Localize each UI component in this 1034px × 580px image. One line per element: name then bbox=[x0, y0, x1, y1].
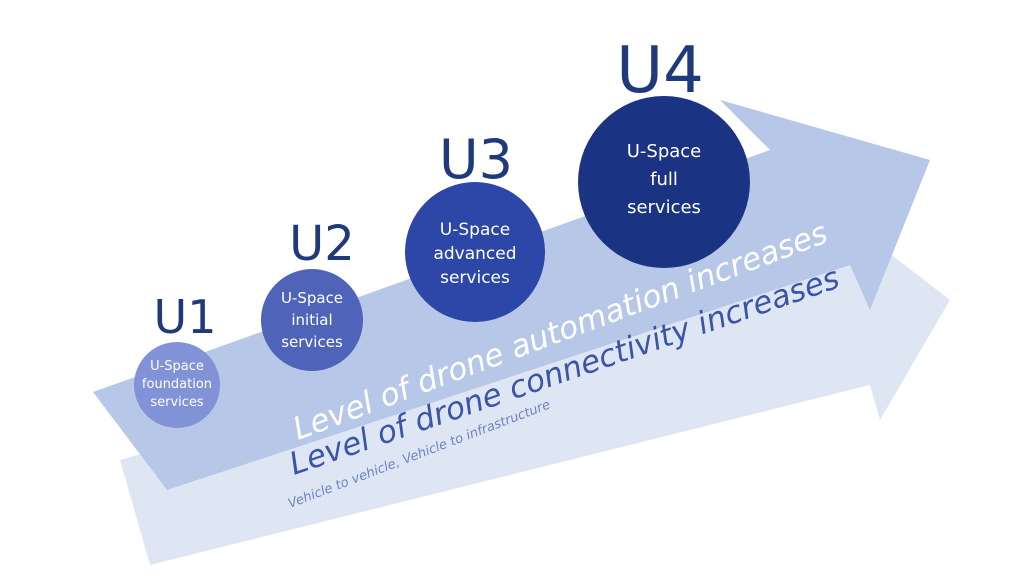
stage-u4: U4 U-Space full services bbox=[578, 34, 750, 268]
stage-description-line: U-Space bbox=[281, 289, 343, 307]
stage-label: U4 bbox=[616, 34, 704, 108]
stage-description-line: services bbox=[281, 333, 343, 351]
stage-label: U3 bbox=[439, 128, 513, 191]
stage-circle bbox=[261, 269, 363, 371]
stage-u2: U2 U-Space initial services bbox=[261, 216, 363, 371]
stage-circle bbox=[134, 342, 220, 428]
connectivity-arrow bbox=[120, 215, 950, 565]
stage-description-line: full bbox=[650, 169, 678, 190]
stage-circle bbox=[405, 182, 545, 322]
stage-description-line: initial bbox=[291, 311, 332, 329]
stage-u3: U3 U-Space advanced services bbox=[405, 128, 545, 322]
stage-label: U1 bbox=[154, 290, 217, 344]
stage-description-line: services bbox=[627, 197, 701, 218]
stage-description-line: advanced bbox=[433, 244, 516, 264]
stage-label: U2 bbox=[289, 216, 355, 272]
stage-description-line: services bbox=[440, 268, 510, 288]
stage-description-line: foundation bbox=[142, 377, 212, 392]
stage-u1: U1 U-Space foundation services bbox=[134, 290, 220, 428]
stage-description-line: U-Space bbox=[627, 141, 702, 162]
stage-description-line: U-Space bbox=[150, 359, 204, 374]
stage-circle bbox=[578, 96, 750, 268]
stage-description-line: services bbox=[150, 395, 204, 410]
stage-description-line: U-Space bbox=[440, 220, 510, 240]
